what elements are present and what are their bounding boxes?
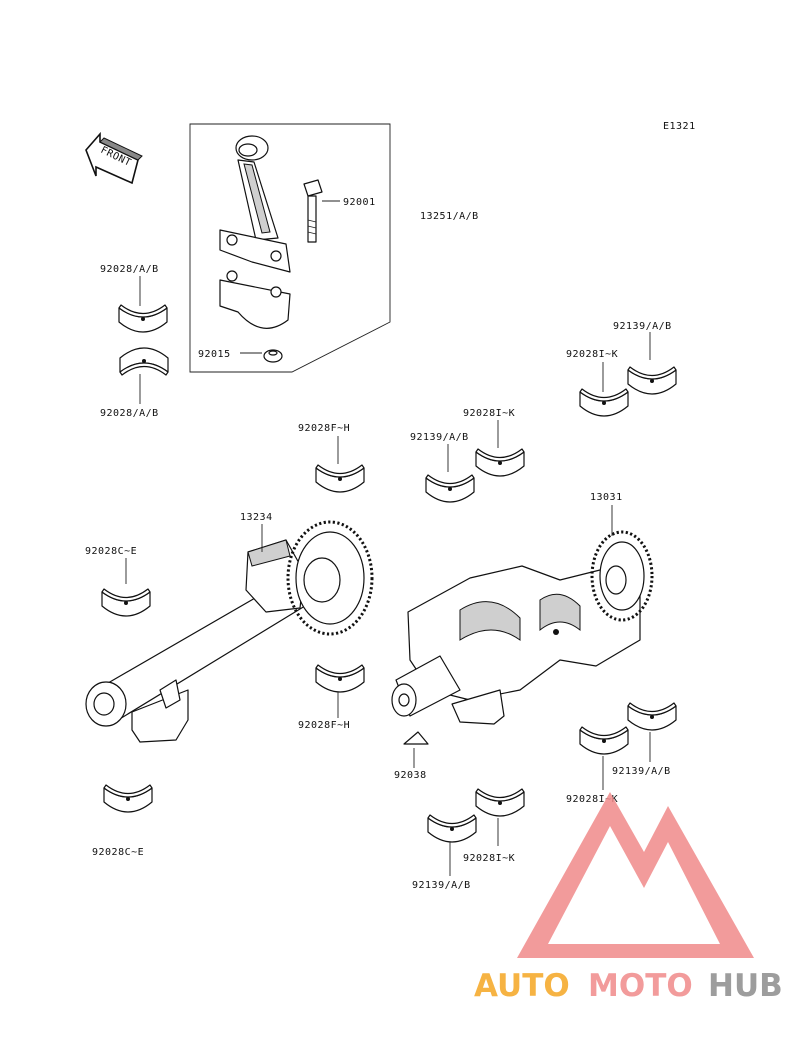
front-arrow-icon: FRONT [85,131,143,185]
diagram-code: E1321 [663,121,696,132]
bearing-shell [425,474,475,503]
label-13031: 13031 [590,492,623,503]
label-92028ik-r2: 92028I~K [566,794,618,805]
bearing-shell [579,726,629,755]
bearing-shell [427,814,477,843]
label-92038: 92038 [394,770,427,781]
label-92028ik-r1: 92028I~K [566,349,618,360]
connecting-rod-box [189,123,391,373]
bearing-shell [101,588,151,617]
label-92028ik-b: 92028I~K [463,853,515,864]
bearing-shell [627,366,677,395]
label-13251: 13251/A/B [420,211,479,222]
bearing-shell [475,788,525,817]
label-92015: 92015 [198,349,231,360]
label-13234: 13234 [240,512,273,523]
label-92028ik-m: 92028I~K [463,408,515,419]
watermark-text-hub: HUB [708,968,783,1004]
label-92028fh-bot: 92028F~H [298,720,350,731]
label-92028ce-top: 92028C~E [85,546,137,557]
watermark-text-auto: AUTO [474,968,570,1004]
bearing-shell [627,702,677,731]
label-92139ab-m: 92139/A/B [410,432,469,443]
woodruff-key [403,731,429,745]
watermark-text-moto: MOTO [588,968,693,1004]
bearing-shell [315,464,365,493]
label-92139ab-b: 92139/A/B [412,880,471,891]
bearing-shell [119,347,169,376]
crankshaft [391,530,654,725]
balancer-shaft [85,520,374,743]
bearing-shell [103,784,153,813]
label-92139ab-r1: 92139/A/B [613,321,672,332]
bearing-shell [475,448,525,477]
bearing-shell [315,664,365,693]
bearing-shell [118,304,168,333]
label-92139ab-r2: 92139/A/B [612,766,671,777]
bearing-shell [579,388,629,417]
label-92028ab-bot: 92028/A/B [100,408,159,419]
label-92001: 92001 [343,197,376,208]
label-92028ce-bot: 92028C~E [92,847,144,858]
label-92028ab-top: 92028/A/B [100,264,159,275]
watermark-logo: AUTO MOTO HUB [474,792,783,1004]
label-92028fh-top: 92028F~H [298,423,350,434]
